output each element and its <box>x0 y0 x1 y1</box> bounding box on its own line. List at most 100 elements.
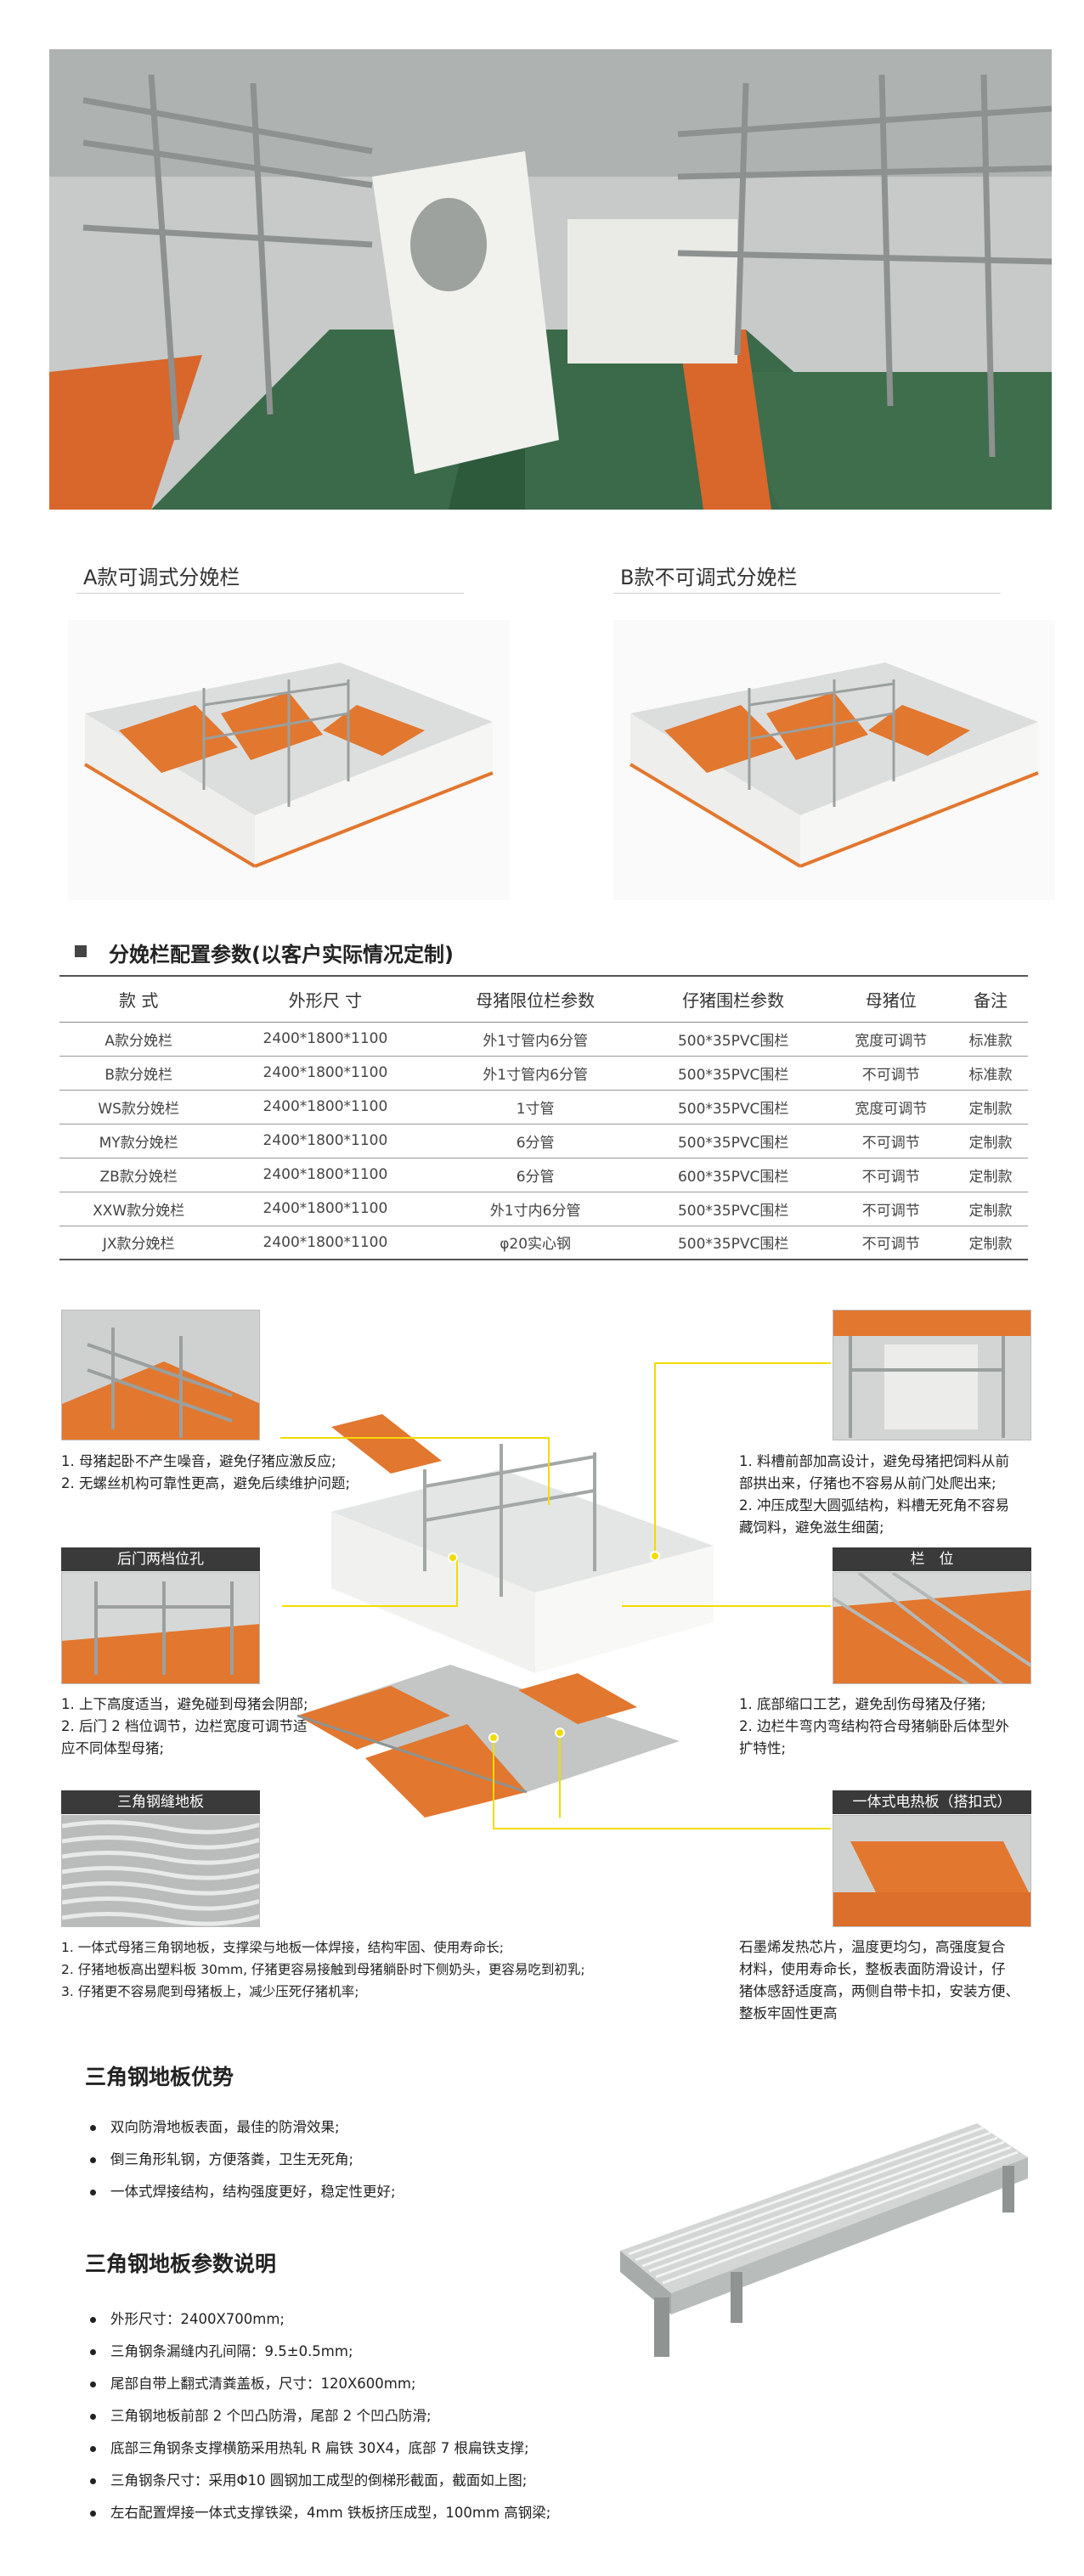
product-a-title: A款可调式分娩栏 <box>83 566 240 589</box>
table-cell: WS款分娩栏 <box>59 1090 218 1125</box>
no-screw-mechanism-photo <box>61 1310 260 1440</box>
table-cell: A款分娩栏 <box>59 1022 218 1057</box>
desc-line: 3. 仔猪更不容易爬到母猪板上，减少压死仔猪机率; <box>61 1984 359 1999</box>
table-cell: 外1寸内6分管 <box>432 1192 638 1226</box>
desc-line: 2. 无螺丝机构可靠性更高，避免后续维护问题; <box>61 1475 351 1491</box>
table-cell: 定制款 <box>953 1124 1028 1158</box>
callout-dot <box>555 1728 565 1738</box>
table-cell: 2400*1800*1100 <box>217 1022 433 1057</box>
callout-line <box>654 1362 656 1558</box>
divider <box>613 593 1001 594</box>
callout-dot <box>488 1733 499 1743</box>
product-b-image <box>613 620 1055 900</box>
desc-line: 2. 后门 2 档位调节，边栏宽度可调节适 <box>61 1718 308 1734</box>
table-header-cell: 款 式 <box>59 975 218 1023</box>
table-cell: 定制款 <box>953 1226 1028 1260</box>
params-list: 外形尺寸：2400X700mm; 三角钢条漏缝内孔间隔：9.5±0.5mm; 尾… <box>85 2303 680 2529</box>
table-cell: XXW款分娩栏 <box>59 1192 218 1226</box>
table-cell: ZB款分娩栏 <box>59 1158 218 1192</box>
list-item: 尾部自带上翻式清粪盖板，尺寸：120X600mm; <box>85 2368 680 2400</box>
feeder-trough-photo <box>833 1310 1031 1440</box>
table-cell: 2400*1800*1100 <box>217 1056 433 1091</box>
farrowing-crate-photo <box>49 49 1052 510</box>
desc-line: 2. 冲压成型大圆弧结构，料槽无死角不容易 <box>739 1497 1009 1513</box>
rail-label: 栏 位 <box>833 1547 1031 1571</box>
desc-line: 1. 料槽前部加高设计，避免母猪把饲料从前 <box>739 1453 1009 1469</box>
table-cell: 宽度可调节 <box>828 1022 954 1057</box>
divider <box>76 593 464 594</box>
table-header-cell: 母猪位 <box>828 975 954 1023</box>
table-cell: 标准款 <box>953 1056 1028 1091</box>
desc-line: 部拱出来，仔猪也不容易从前门处爬出来; <box>739 1475 996 1491</box>
desc-line: 应不同体型母猪; <box>61 1740 165 1756</box>
heater-desc: 石墨烯发热芯片，温度更均匀，高强度复合 材料，使用寿命长，整板表面防滑设计，仔 … <box>739 1936 1045 2025</box>
table-cell: 500*35PVC围栏 <box>637 1124 829 1158</box>
table-cell: 外1寸管内6分管 <box>432 1022 638 1057</box>
table-cell: 2400*1800*1100 <box>217 1226 433 1260</box>
table-cell: 500*35PVC围栏 <box>637 1022 829 1057</box>
table-cell: 标准款 <box>953 1022 1028 1057</box>
table-cell: 1寸管 <box>432 1090 638 1125</box>
table-cell: 500*35PVC围栏 <box>637 1090 829 1125</box>
list-item: 双向防滑地板表面，最佳的防滑效果; <box>85 2111 595 2144</box>
table-cell: 500*35PVC围栏 <box>637 1056 829 1091</box>
list-item: 三角钢地板前部 2 个凹凸防滑，尾部 2 个凹凸防滑; <box>85 2400 680 2432</box>
callout-line <box>654 1362 831 1364</box>
table-cell: 不可调节 <box>828 1226 954 1260</box>
table-cell: 不可调节 <box>828 1192 954 1226</box>
table-cell: 600*35PVC围栏 <box>637 1158 829 1192</box>
config-title: 分娩栏配置参数(以客户实际情况定制) <box>109 943 454 967</box>
list-item: 三角钢条尺寸：采用Φ10 圆钢加工成型的倒梯形截面，截面如上图; <box>85 2465 680 2497</box>
rail-photo <box>833 1572 1031 1684</box>
table-cell: φ20实心钢 <box>432 1226 638 1260</box>
desc-line: 2. 边栏牛弯内弯结构符合母猪躺卧后体型外 <box>739 1718 1009 1734</box>
section-bullet-icon <box>75 945 87 957</box>
table-header-row: 款 式外形尺 寸母猪限位栏参数仔猪围栏参数母猪位备注 <box>59 975 1028 1023</box>
rail-desc: 1. 底部缩口工艺，避免刮伤母猪及仔猪; 2. 边栏牛弯内弯结构符合母猪躺卧后体… <box>739 1694 1062 1760</box>
callout-line <box>280 1437 548 1439</box>
top-right-desc: 1. 料槽前部加高设计，避免母猪把饲料从前 部拱出来，仔猪也不容易从前门处爬出来… <box>739 1451 1062 1539</box>
table-cell: 2400*1800*1100 <box>217 1158 433 1192</box>
advantages-list: 双向防滑地板表面，最佳的防滑效果; 倒三角形轧钢，方便落粪，卫生无死角; 一体式… <box>85 2111 595 2208</box>
top-left-desc: 1. 母猪起卧不产生噪音，避免仔猪应激反应; 2. 无螺丝机构可靠性更高，避免后… <box>61 1451 384 1495</box>
desc-line: 藏饲料，避免滋生细菌; <box>739 1519 884 1536</box>
table-cell: JX款分娩栏 <box>59 1226 218 1260</box>
back-gate-photo <box>61 1572 260 1684</box>
callout-line <box>559 1733 561 1818</box>
floor-label: 三角钢缝地板 <box>61 1790 260 1814</box>
table-cell: 不可调节 <box>828 1124 954 1158</box>
callout-line <box>282 1605 456 1607</box>
table-cell: 2400*1800*1100 <box>217 1192 433 1226</box>
table-cell: 2400*1800*1100 <box>217 1124 433 1158</box>
table-cell: 不可调节 <box>828 1056 954 1091</box>
callout-dot <box>448 1553 458 1563</box>
floor-desc: 1. 一体式母猪三角钢地板，支撑梁与地板一体焊接，结构牢固、使用寿命长; 2. … <box>61 1936 690 2003</box>
heater-plate-photo <box>833 1815 1031 1927</box>
callout-line <box>493 1738 494 1828</box>
table-cell: 不可调节 <box>828 1158 954 1192</box>
table-header-cell: 仔猪围栏参数 <box>637 975 829 1023</box>
back-gate-label: 后门两档位孔 <box>61 1547 260 1571</box>
table-cell: MY款分娩栏 <box>59 1124 218 1158</box>
table-cell: 外1寸管内6分管 <box>432 1056 638 1091</box>
desc-line: 材料，使用寿命长，整板表面防滑设计，仔 <box>739 1961 1006 1977</box>
desc-line: 1. 底部缩口工艺，避免刮伤母猪及仔猪; <box>739 1696 986 1712</box>
table-cell: 定制款 <box>953 1192 1028 1226</box>
callout-line <box>456 1559 458 1607</box>
table-cell: 500*35PVC围栏 <box>637 1226 829 1260</box>
list-item: 左右配置焊接一体式支撑铁梁，4mm 铁板挤压成型，100mm 高钢梁; <box>85 2497 680 2529</box>
table-header-cell: 备注 <box>953 975 1028 1023</box>
list-item: 三角钢条漏缝内孔间隔：9.5±0.5mm; <box>85 2336 680 2368</box>
params-title: 三角钢地板参数说明 <box>85 2252 277 2276</box>
table-cell: 500*35PVC围栏 <box>637 1192 829 1226</box>
desc-line: 猪体感舒适度高，两侧自带卡扣，安装方便、 <box>739 1983 1019 1999</box>
desc-line: 石墨烯发热芯片，温度更均匀，高强度复合 <box>739 1939 1006 1955</box>
table-cell: 2400*1800*1100 <box>217 1090 433 1125</box>
list-item: 底部三角钢条支撑横筋采用热轧 R 扁铁 30X4，底部 7 根扁铁支撑; <box>85 2432 680 2465</box>
